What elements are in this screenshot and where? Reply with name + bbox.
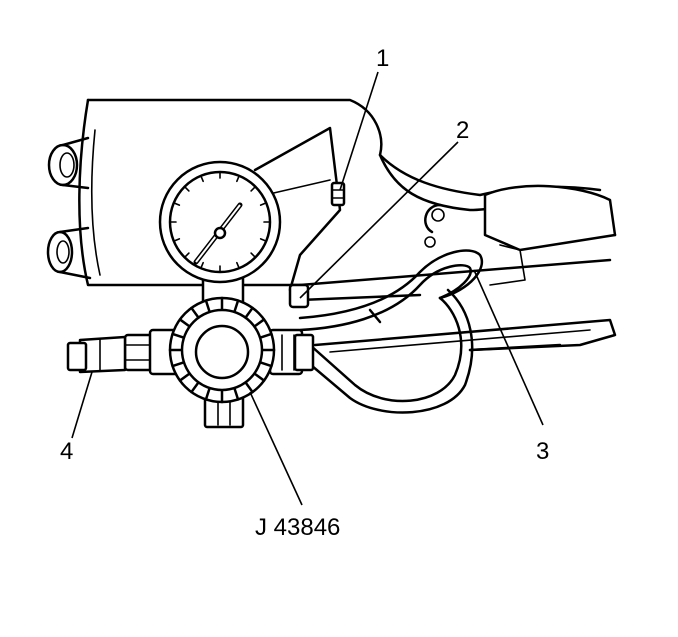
gauge-tick [200,175,204,183]
gauge-tick [183,185,190,192]
fuel-pressure-gauge [66,160,315,429]
knurl-ridge [233,386,240,401]
gauge-tick [173,202,181,206]
leader-4 [71,371,93,439]
gauge-tick [200,261,204,269]
knurl-ridge [178,318,191,328]
leader-tool [249,391,303,506]
knurl-ridge [204,386,211,401]
knurl-ridge [258,361,273,368]
knurl-ridge [244,306,254,319]
engine-structure [46,98,617,353]
knurl-ridge [190,306,200,319]
knurl-ridge [253,318,266,328]
knurl-ridge [190,381,200,394]
valve-knurl [168,296,276,404]
callout-1: 1 [376,45,389,72]
knurl-ridge [258,332,273,339]
gauge-tick [173,238,181,242]
callout-3: 3 [536,438,549,465]
knurl-ridge [171,361,186,368]
gauge-tick [250,252,257,259]
knurl-ridge [233,299,240,314]
knurl-ridge [253,372,266,382]
leader-3 [473,269,544,426]
gauge-tick [250,185,257,192]
fuel-hoses [288,249,483,414]
gauge-tick [183,252,190,259]
gauge-tick [236,261,240,269]
leader-lines [71,71,544,506]
knurl-ridge [171,332,186,339]
knurl-ridge [244,381,254,394]
gauge-dial [158,160,282,284]
knurl-ridge [204,299,211,314]
callout-4: 4 [60,438,73,465]
knurl-ridge [178,372,191,382]
gauge-tick-marks [169,171,271,273]
callout-2: 2 [456,117,469,144]
leader-1 [339,71,379,191]
gauge-tick [259,238,267,242]
tool-number-label: J 43846 [255,514,340,541]
gauge-tick [259,202,267,206]
leader-2 [299,141,459,299]
gauge-tick [236,175,240,183]
